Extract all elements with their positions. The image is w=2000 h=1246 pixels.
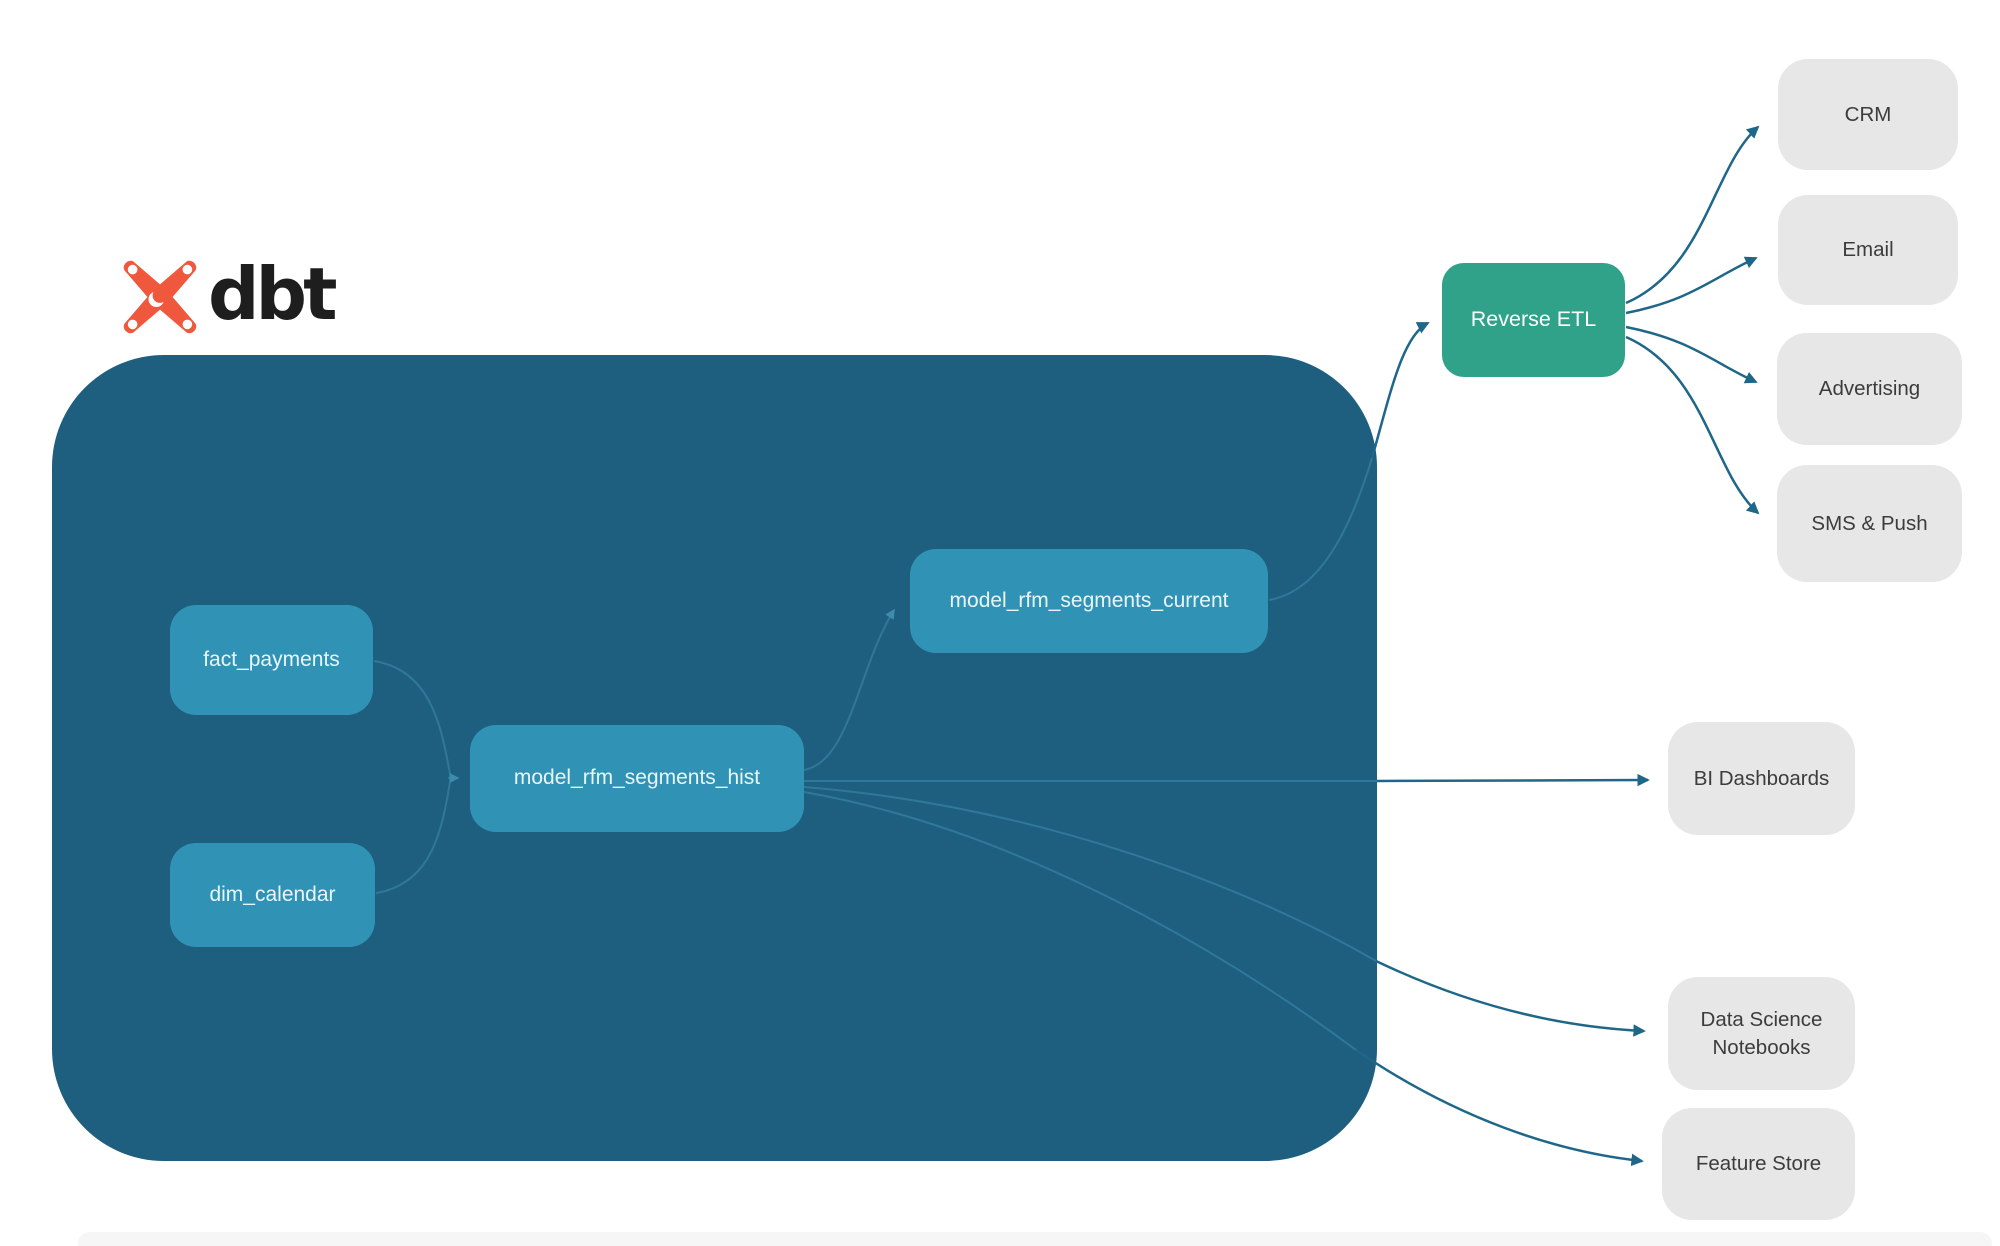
- edge-reverse-etl-to-sms-push: [1625, 335, 1760, 515]
- edge-model-hist-to-feature-store: [1355, 1048, 1644, 1167]
- node-feature-store: Feature Store: [1662, 1108, 1855, 1220]
- dbt-logo-wordmark: dbt: [208, 252, 337, 336]
- dbt-supernova-icon: [123, 260, 197, 334]
- node-email: Email: [1778, 195, 1958, 305]
- node-fact-payments-label: fact_payments: [203, 647, 340, 671]
- node-crm: CRM: [1778, 59, 1958, 170]
- node-model-rfm-segments-current-label: model_rfm_segments_current: [949, 588, 1229, 612]
- node-bi-dashboards-label: BI Dashboards: [1693, 766, 1830, 790]
- edge-reverse-etl-to-email: [1625, 256, 1758, 315]
- node-crm-label: CRM: [1844, 102, 1892, 126]
- node-email-label: Email: [1842, 238, 1894, 262]
- dbt-logo: dbt: [122, 252, 337, 336]
- node-model-rfm-segments-current: model_rfm_segments_current: [910, 549, 1268, 653]
- node-fact-payments: fact_payments: [170, 605, 373, 715]
- node-advertising-label: Advertising: [1818, 377, 1921, 401]
- node-dim-calendar: dim_calendar: [170, 843, 375, 947]
- node-data-science-notebooks: Data Science Notebooks: [1668, 977, 1855, 1090]
- node-feature-store-label: Feature Store: [1695, 1152, 1822, 1176]
- node-model-rfm-segments-hist: model_rfm_segments_hist: [470, 725, 804, 832]
- node-bi-dashboards: BI Dashboards: [1668, 722, 1855, 835]
- node-dim-calendar-label: dim_calendar: [209, 882, 336, 906]
- node-model-rfm-segments-hist-label: model_rfm_segments_hist: [513, 766, 761, 790]
- node-sms-push: SMS & Push: [1777, 465, 1962, 582]
- edge-reverse-etl-to-crm: [1625, 125, 1760, 305]
- edge-model-current-to-reverse-etl: [1370, 321, 1430, 459]
- node-advertising: Advertising: [1777, 333, 1962, 445]
- node-reverse-etl: Reverse ETL: [1442, 263, 1625, 377]
- node-sms-push-label: SMS & Push: [1811, 511, 1928, 535]
- node-reverse-etl-label: Reverse ETL: [1470, 307, 1597, 332]
- bottom-card-edge: [78, 1232, 1992, 1246]
- edge-reverse-etl-to-advertising: [1625, 325, 1758, 384]
- edge-model-hist-to-data-science-notebooks: [1375, 959, 1646, 1037]
- node-data-science-notebooks-label: Data Science Notebooks: [1700, 1007, 1823, 1059]
- edge-model-hist-to-bi-dashboards: [1376, 773, 1650, 787]
